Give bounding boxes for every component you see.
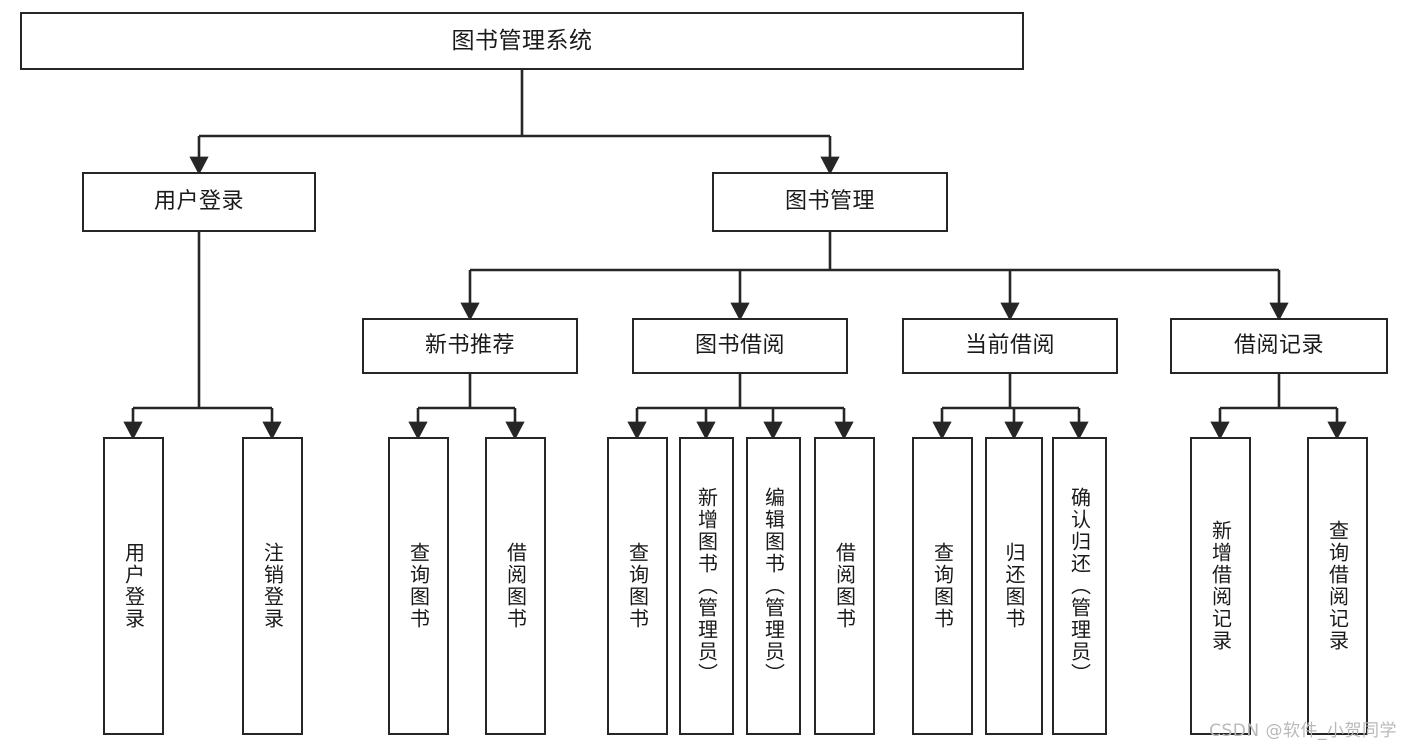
node-leaf-query-book-3[interactable]: 查询图书 xyxy=(912,437,973,735)
node-label-borrow-record: 借阅记录 xyxy=(1233,333,1324,359)
node-leaf-return-book[interactable]: 归还图书 xyxy=(985,437,1043,735)
node-current-borrow[interactable]: 当前借阅 xyxy=(902,318,1118,374)
node-label-book-manage: 图书管理 xyxy=(784,189,875,215)
node-book-manage[interactable]: 图书管理 xyxy=(712,172,948,232)
node-leaf-add-book[interactable]: 新增图书（管理员） xyxy=(679,437,734,735)
node-label-leaf-add-record: 新增借阅记录 xyxy=(1208,520,1233,652)
node-label-leaf-borrow-book-1: 借阅图书 xyxy=(503,542,528,630)
node-leaf-confirm-return[interactable]: 确认归还（管理员） xyxy=(1052,437,1107,735)
node-label-leaf-confirm-return: 确认归还（管理员） xyxy=(1067,487,1092,685)
node-label-current-borrow: 当前借阅 xyxy=(964,333,1055,359)
node-label-book-borrow: 图书借阅 xyxy=(694,333,785,359)
node-leaf-add-record[interactable]: 新增借阅记录 xyxy=(1190,437,1251,735)
node-label-leaf-user-login: 用户登录 xyxy=(121,542,146,630)
node-label-leaf-edit-book: 编辑图书（管理员） xyxy=(761,487,786,685)
node-leaf-query-book-1[interactable]: 查询图书 xyxy=(388,437,449,735)
node-leaf-user-login[interactable]: 用户登录 xyxy=(103,437,164,735)
node-label-leaf-add-book: 新增图书（管理员） xyxy=(694,487,719,685)
node-label-leaf-query-book-3: 查询图书 xyxy=(930,542,955,630)
node-label-user-login: 用户登录 xyxy=(153,189,244,215)
node-leaf-edit-book[interactable]: 编辑图书（管理员） xyxy=(746,437,801,735)
node-leaf-borrow-book-1[interactable]: 借阅图书 xyxy=(485,437,546,735)
node-leaf-query-book-2[interactable]: 查询图书 xyxy=(607,437,668,735)
node-label-leaf-query-book-1: 查询图书 xyxy=(406,542,431,630)
node-leaf-borrow-book-2[interactable]: 借阅图书 xyxy=(814,437,875,735)
node-borrow-record[interactable]: 借阅记录 xyxy=(1170,318,1388,374)
node-user-login[interactable]: 用户登录 xyxy=(82,172,316,232)
node-label-root: 图书管理系统 xyxy=(451,27,593,54)
node-book-borrow[interactable]: 图书借阅 xyxy=(632,318,848,374)
node-leaf-query-record[interactable]: 查询借阅记录 xyxy=(1307,437,1368,735)
node-new-book-recommend[interactable]: 新书推荐 xyxy=(362,318,578,374)
node-leaf-user-logout[interactable]: 注销登录 xyxy=(242,437,303,735)
node-label-new-book-recommend: 新书推荐 xyxy=(424,333,515,359)
node-label-leaf-user-logout: 注销登录 xyxy=(260,542,285,630)
node-label-leaf-return-book: 归还图书 xyxy=(1002,542,1026,630)
node-label-leaf-query-record: 查询借阅记录 xyxy=(1325,520,1350,652)
node-label-leaf-query-book-2: 查询图书 xyxy=(625,542,650,630)
node-label-leaf-borrow-book-2: 借阅图书 xyxy=(832,542,857,630)
node-root[interactable]: 图书管理系统 xyxy=(20,12,1024,70)
